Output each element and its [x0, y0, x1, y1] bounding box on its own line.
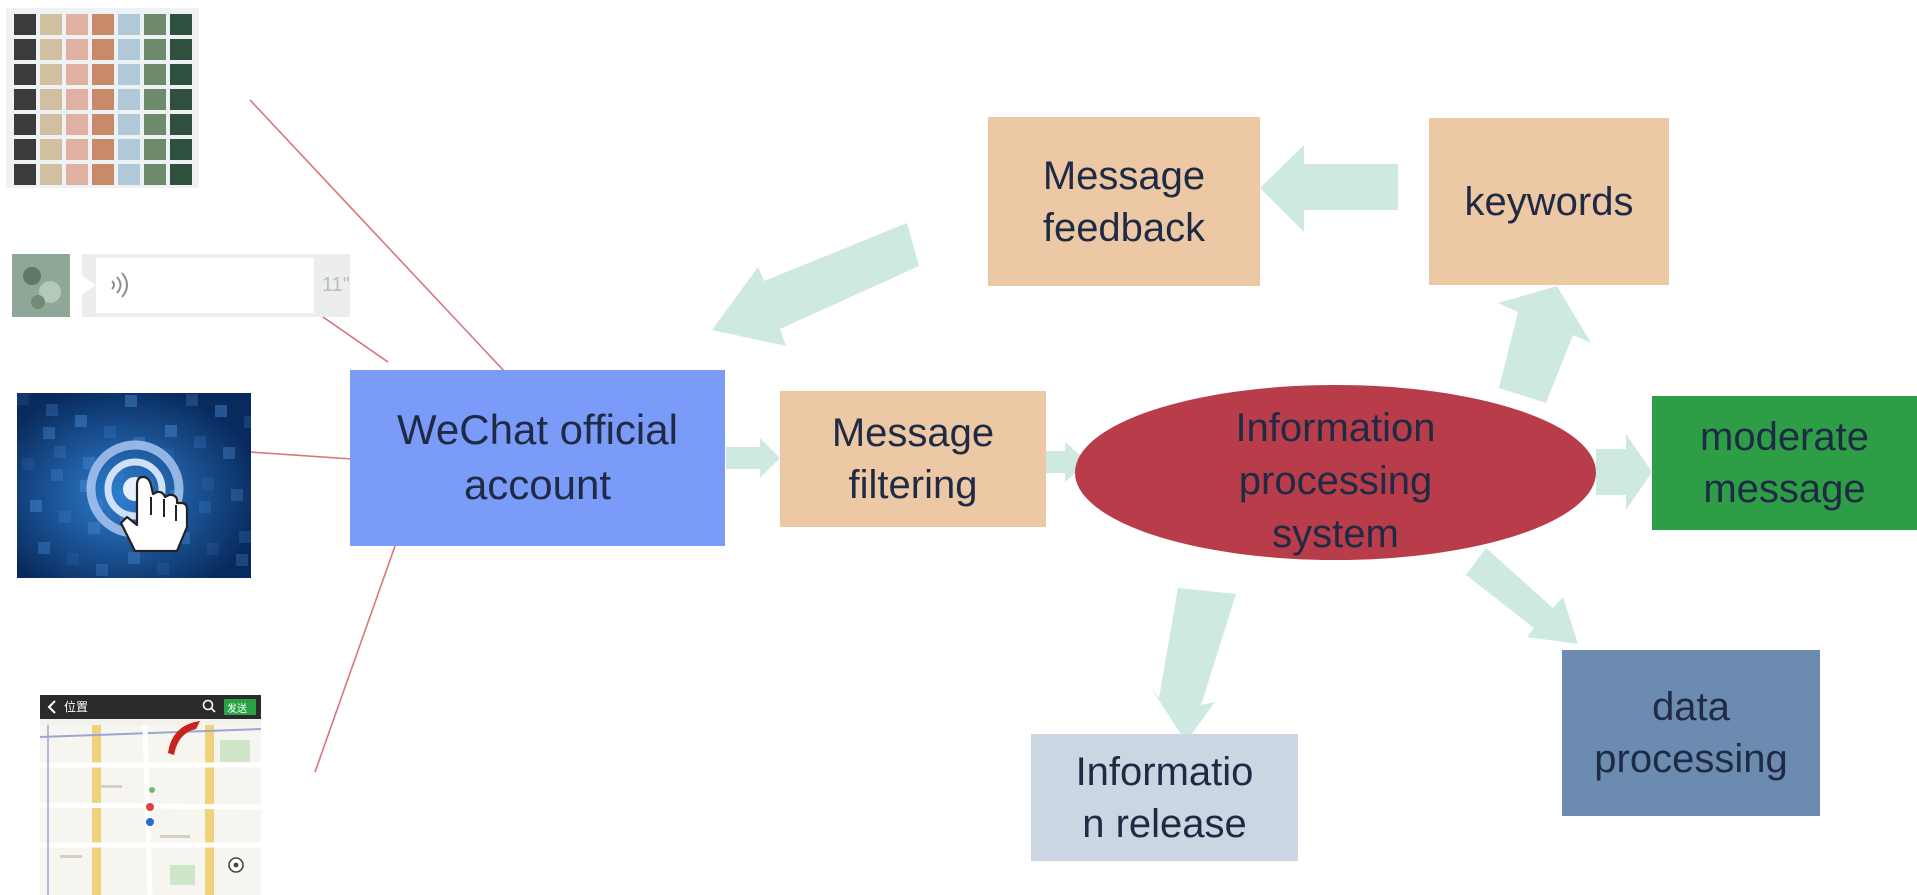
- information-release-line-1: Informatio: [1075, 749, 1254, 794]
- data-processing-box: data processing: [1562, 650, 1820, 816]
- arrow-ips-to-release: [1151, 588, 1236, 742]
- back-chevron-icon: [47, 700, 56, 714]
- information-processing-system-ellipse: Information processing system: [1075, 385, 1596, 560]
- ips-line-2: processing: [1238, 458, 1433, 503]
- search-icon: [202, 699, 216, 713]
- touch-hand-thumbnail: [17, 393, 251, 578]
- arrow-ips-to-dataproc: [1466, 548, 1578, 644]
- avatar-grid-thumbnail: [6, 8, 199, 188]
- sound-wave-icon: [111, 272, 128, 298]
- keywords-label: keywords: [1464, 179, 1634, 224]
- keywords-box: keywords: [1429, 118, 1669, 285]
- message-filtering-box: Message filtering: [780, 391, 1046, 527]
- moderate-message-box: moderate message: [1652, 396, 1917, 530]
- connector-avatars: [249, 99, 506, 373]
- connector-touch: [249, 451, 353, 460]
- voice-message-thumbnail: 11": [12, 254, 350, 317]
- touch-hand-icon: [17, 393, 251, 578]
- arrow-feedback-to-wechat: [712, 223, 919, 346]
- avatar-grid-icon: [6, 8, 199, 188]
- voice-duration: 11": [322, 274, 350, 296]
- message-feedback-label: Message feedback: [1042, 153, 1206, 250]
- ips-line-1: Information: [1235, 405, 1436, 450]
- locate-target-icon: [228, 857, 244, 873]
- data-processing-line-1: data: [1652, 685, 1730, 729]
- arrow-ips-to-keywords: [1498, 286, 1591, 403]
- information-release-box: Informatio n release: [1031, 734, 1298, 861]
- information-release-line-2: n release: [1082, 801, 1247, 846]
- moderate-message-label: moderate message: [1700, 415, 1869, 511]
- wechat-official-account-box: WeChat official account: [350, 370, 725, 546]
- arrow-wechat-to-filter: [726, 438, 780, 478]
- message-feedback-box: Message feedback: [988, 117, 1260, 286]
- map-location-thumbnail: 位置 发送: [40, 695, 261, 895]
- wechat-official-account-label: WeChat official account: [397, 406, 678, 508]
- connector-map: [314, 545, 396, 773]
- arrow-keywords-to-feedback: [1260, 145, 1398, 232]
- map-title: 位置: [64, 700, 89, 714]
- data-processing-line-2: processing: [1594, 737, 1788, 781]
- voice-message-icon: [12, 254, 350, 317]
- arrow-ips-to-moderate: [1596, 434, 1652, 510]
- message-filtering-label: Message filtering: [831, 411, 995, 507]
- map-location-icon: [40, 695, 261, 895]
- ips-line-3: system: [1272, 512, 1399, 557]
- map-send-button[interactable]: 发送: [227, 704, 247, 715]
